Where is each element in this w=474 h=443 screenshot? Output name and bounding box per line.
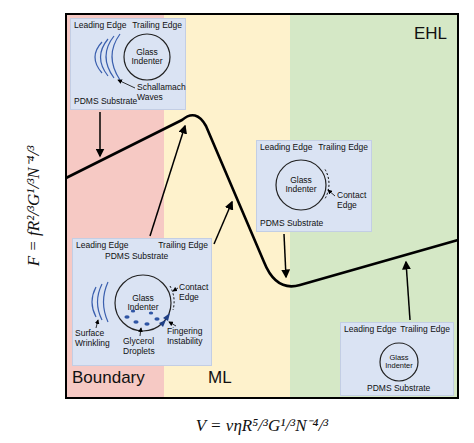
glass-indenter: Glass Indenter [123,33,171,81]
inset-label: PDMS Substrate [105,252,168,262]
glass-indenter: Glass Indenter [114,274,172,332]
contact-inset: Leading Edge Trailing EdgeSchallamach Wav… [70,18,186,110]
inset-label: Trailing Edge [400,325,450,335]
inset-label: PDMS Substrate [260,219,323,229]
regime-label: Boundary [72,368,145,387]
indenter-circle [276,160,326,210]
indenter-label: Glass Indenter [127,48,167,67]
inset-label: Leading Edge [76,241,128,251]
inset-label: Schallamach Waves [137,83,187,102]
indenter-label: Glass Indenter [381,354,417,371]
inset-label: Leading Edge [344,325,396,335]
inset-label: PDMS Substrate [367,384,430,394]
indenter-label: Glass Indenter [120,294,166,313]
indenter-circle [115,275,171,331]
glass-indenter: Glass Indenter [379,342,419,382]
indenter-circle [124,34,170,80]
indenter-label: Glass Indenter [280,176,322,195]
contact-inset: Leading Edge Trailing EdgeContact EdgePDM… [256,140,372,232]
inset-label: Glycerol Droplets [123,337,163,356]
regime-label: ML [208,368,232,387]
glass-indenter: Glass Indenter [275,159,327,211]
inset-label: Leading Edge [260,143,312,153]
inset-label: Contact Edge [179,283,213,302]
inset-label: PDMS Substrate [74,97,137,107]
y-axis-label: F = fR²/³G¹/³N⁻⁴/³ [21,146,44,267]
inset-label: Trailing Edge [318,143,368,153]
regime-label: EHL [414,24,447,43]
plot-frame [66,14,458,398]
inset-label: Fingering Instability [167,327,213,346]
indenter-circle [380,343,418,381]
contact-inset: Leading EdgePDMS SubstrateTrailing EdgeC… [72,238,212,366]
inset-label: Leading Edge [74,21,126,31]
inset-label: Contact Edge [337,191,371,210]
contact-inset: Leading Edge Trailing EdgePDMS Substrate G… [340,322,454,396]
inset-label: Trailing Edge [158,241,208,251]
inset-label: Trailing Edge [132,21,182,31]
x-axis-label: V = vηR⁵/³G¹/³N⁻⁴/³ [196,413,328,436]
inset-label: Surface Wrinkling [75,329,119,348]
